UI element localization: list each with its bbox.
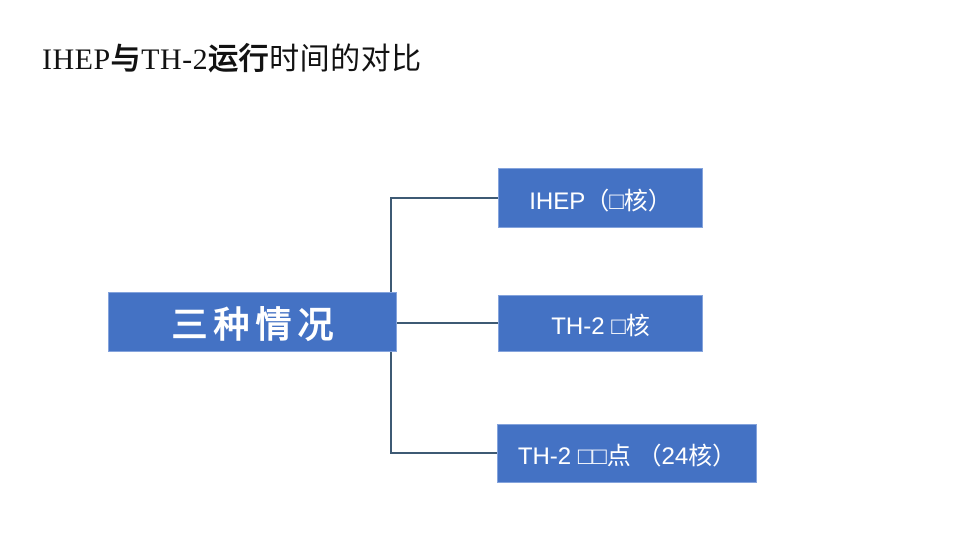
connector-to-node-ihep (390, 197, 498, 199)
node-ihep-cores: IHEP（□核） (498, 168, 703, 228)
title-part-cjk: 与 (110, 43, 142, 76)
node-label: TH-2 □□点 （24核） (517, 443, 737, 470)
connector-to-node-th2-nodes (390, 452, 497, 454)
node-root-three-cases: 三种情况 (108, 292, 397, 352)
slide-title: IHEP与TH-2运行时间的对比 (42, 34, 422, 78)
title-part-latin: TH-2 (141, 43, 209, 76)
connector-to-node-th2-cores (397, 322, 498, 324)
node-root-label: 三种情况 (171, 304, 340, 345)
node-label: IHEP（□核） (529, 187, 672, 215)
node-th2-cores: TH-2 □核 (498, 295, 703, 352)
node-label: TH-2 □核 (551, 313, 650, 340)
node-th2-nodes-24: TH-2 □□点 （24核） (497, 424, 757, 483)
title-part-latin: IHEP (42, 43, 111, 76)
title-part-cjk: 运行 (208, 43, 270, 76)
title-part-cjk: 时间的对比 (269, 43, 422, 76)
